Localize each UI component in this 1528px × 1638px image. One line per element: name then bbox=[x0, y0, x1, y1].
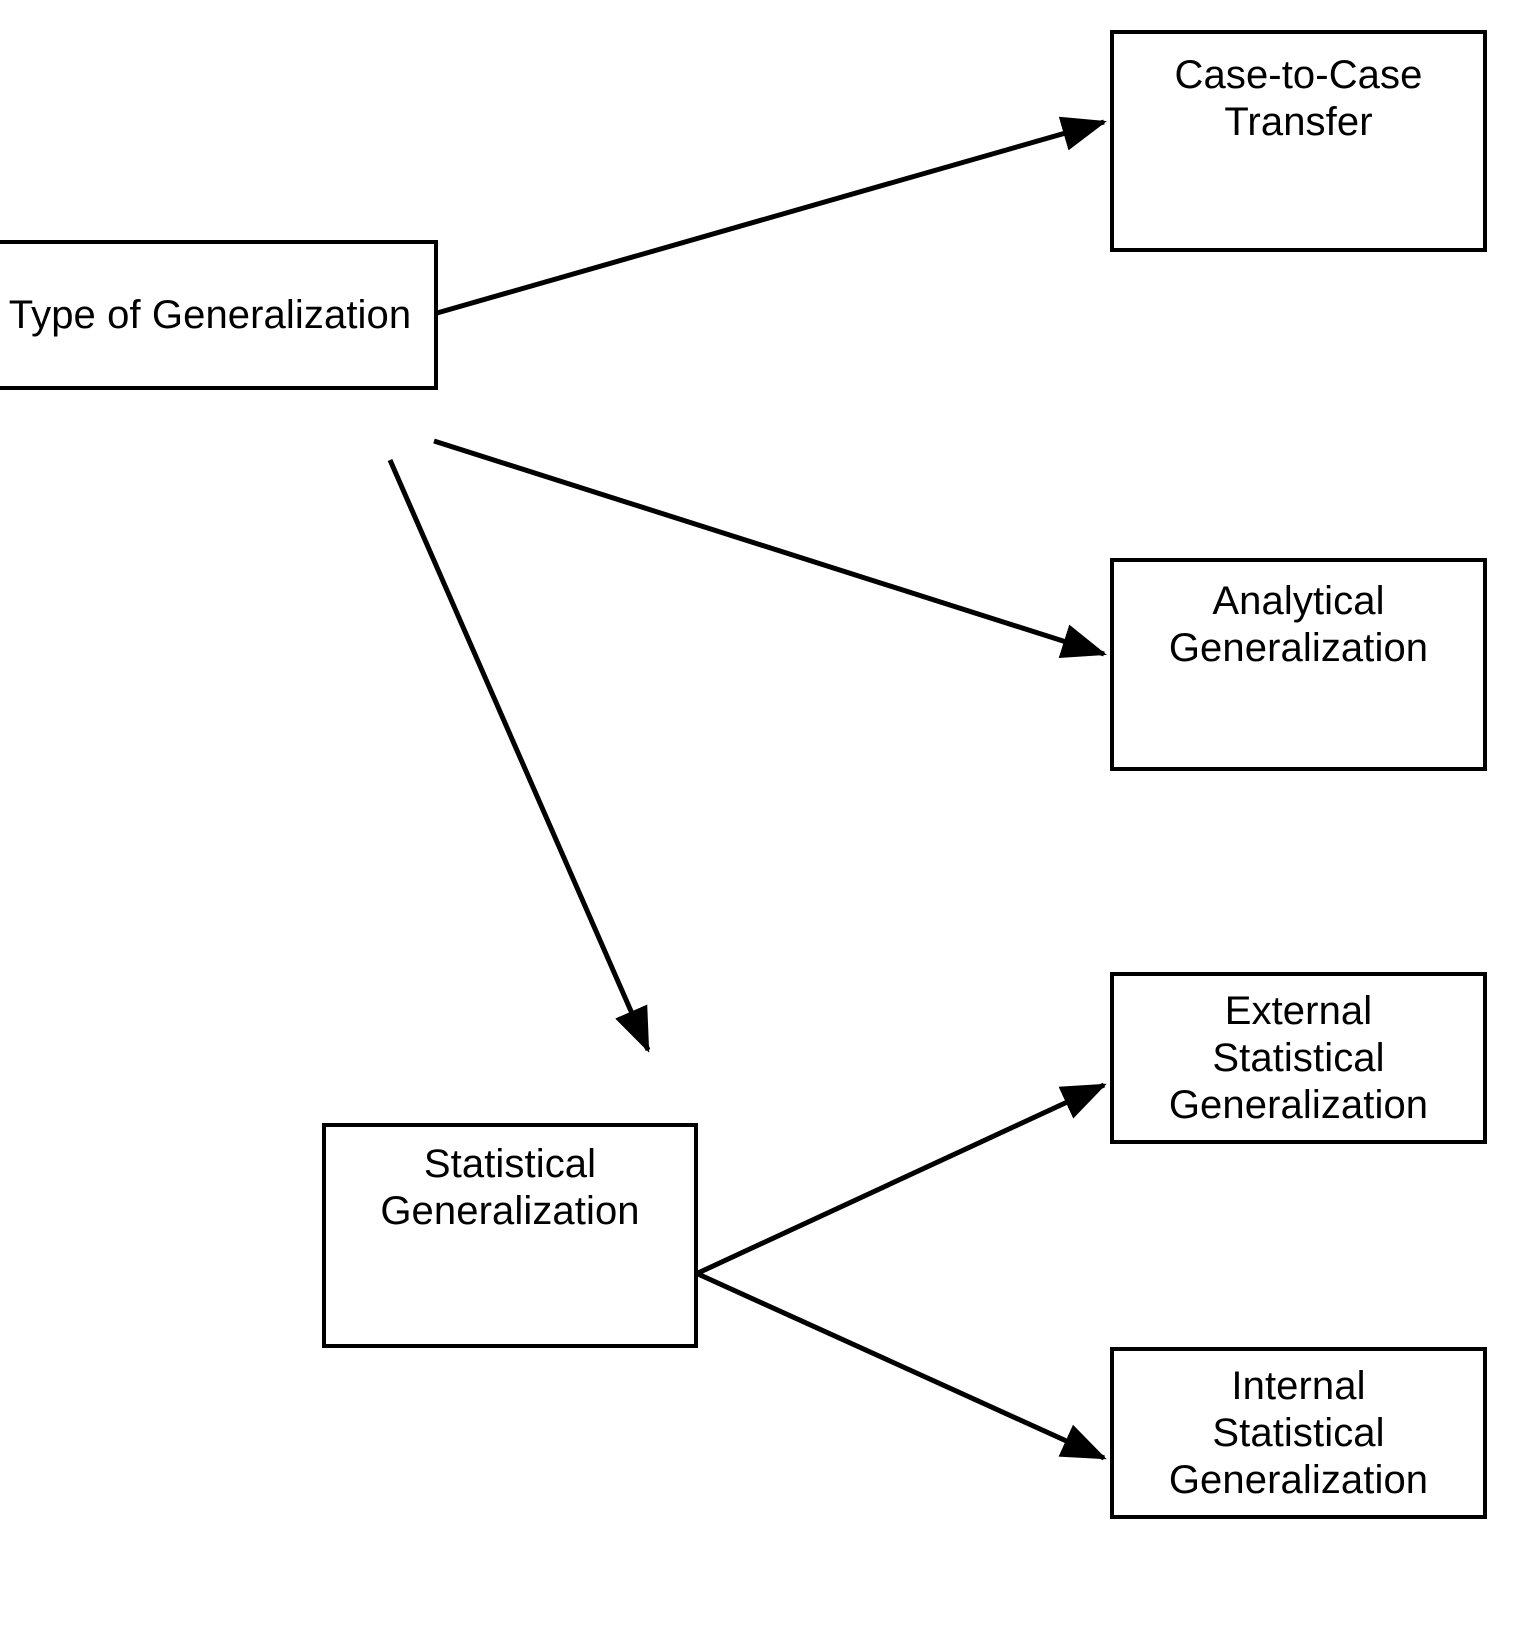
node-label-external: External Statistical Generalization bbox=[1168, 989, 1429, 1127]
node-label-case-to-case: Case-to-Case Transfer bbox=[1174, 53, 1423, 144]
edge-root-to-analytical bbox=[433, 438, 1107, 658]
edge-statistical-to-internal bbox=[696, 1271, 1107, 1461]
node-statistical-generalization[interactable]: Statistical Generalization bbox=[322, 1123, 698, 1348]
node-analytical-generalization[interactable]: Analytical Generalization bbox=[1110, 558, 1487, 771]
node-type-of-generalization[interactable]: Type of Generalization bbox=[0, 240, 438, 390]
node-label-internal: Internal Statistical Generalization bbox=[1168, 1364, 1429, 1502]
node-label-root: Type of Generalization bbox=[8, 292, 412, 337]
node-external-statistical-generalization[interactable]: External Statistical Generalization bbox=[1110, 972, 1487, 1144]
node-label-analytical: Analytical Generalization bbox=[1168, 579, 1429, 670]
node-internal-statistical-generalization[interactable]: Internal Statistical Generalization bbox=[1110, 1347, 1487, 1519]
edge-root-to-case-to-case bbox=[436, 116, 1107, 316]
edge-statistical-to-external bbox=[696, 1082, 1107, 1276]
edge-root-to-statistical bbox=[387, 458, 651, 1053]
node-label-statistical: Statistical Generalization bbox=[380, 1142, 640, 1233]
node-case-to-case-transfer[interactable]: Case-to-Case Transfer bbox=[1110, 30, 1487, 252]
